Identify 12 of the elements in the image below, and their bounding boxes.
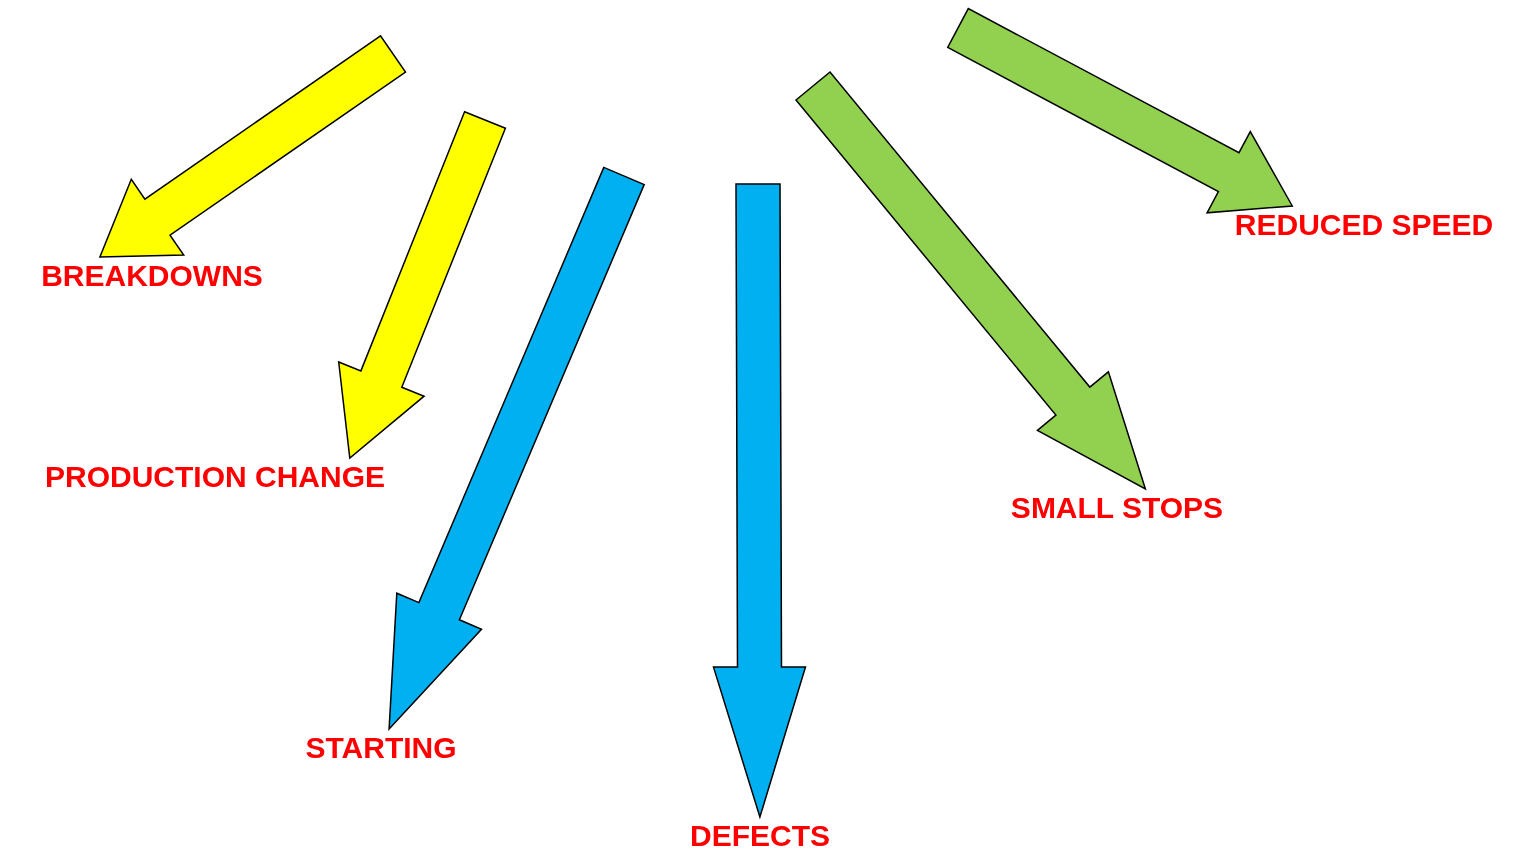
block-arrow — [794, 70, 1147, 491]
block-arrow — [98, 34, 407, 258]
block-arrow — [388, 166, 646, 732]
block-arrow — [946, 7, 1294, 214]
category-label: DEFECTS — [690, 817, 830, 855]
block-arrow — [337, 110, 507, 460]
category-label: REDUCED SPEED — [1234, 206, 1494, 244]
category-label: SMALL STOPS — [1010, 489, 1224, 527]
category-label: STARTING — [305, 729, 457, 767]
category-label: BREAKDOWNS — [41, 257, 263, 295]
category-label: PRODUCTION CHANGE — [45, 458, 385, 496]
block-arrow — [712, 183, 807, 820]
